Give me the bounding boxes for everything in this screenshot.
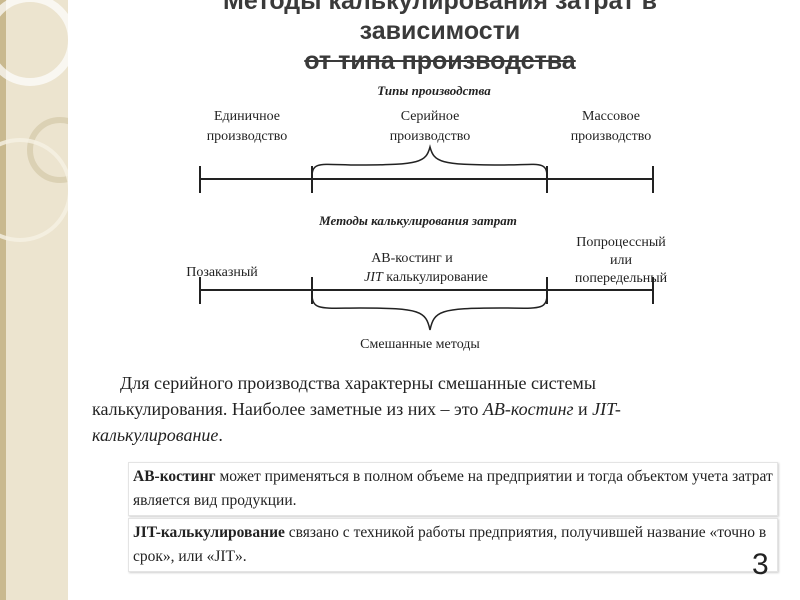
- left-decorative-stripe: [0, 0, 68, 600]
- production-types-diagram: Типы производства Единичное производство…: [186, 83, 668, 352]
- paragraph-text-2: и: [573, 399, 593, 419]
- process-costing-label-3: попередельный: [575, 271, 668, 286]
- page-number: 3: [752, 548, 769, 581]
- paragraph-text-3: .: [218, 425, 223, 445]
- ab-costing-label-1: АВ-костинг и: [371, 251, 453, 266]
- title-line-1: Методы калькулирования затрат в: [223, 0, 657, 15]
- serial-production-brace: [311, 144, 548, 178]
- mass-production-label-1: Массовое: [582, 109, 640, 124]
- process-costing-label-2: или: [610, 253, 632, 268]
- jit-note: JIT-калькулирование связано с техникой р…: [128, 518, 778, 572]
- production-types-heading: Типы производства: [377, 83, 491, 98]
- jit-term: JIT-калькулирование: [133, 524, 285, 541]
- mixed-methods-brace: [311, 293, 548, 331]
- process-costing-label-1: Попроцессный: [576, 235, 666, 250]
- job-order-label: Позаказный: [186, 265, 258, 280]
- unit-production-label-2: производство: [207, 129, 288, 144]
- serial-production-paragraph: Для серийного производства характерны см…: [92, 370, 732, 448]
- ab-costing-text: может применяться в полном объеме на пре…: [133, 468, 773, 509]
- paragraph-jit: JIT-калькулирование: [92, 399, 621, 445]
- ab-costing-note: АВ-костинг может применяться в полном об…: [128, 462, 778, 516]
- ab-costing-term: АВ-костинг: [133, 468, 216, 485]
- ab-costing-label-2: JIT калькулирование: [364, 270, 488, 285]
- paragraph-ab-costing: АВ-костинг: [482, 399, 574, 419]
- mass-production-label-2: производство: [571, 129, 652, 144]
- title-line-2: зависимости: [359, 17, 521, 45]
- serial-production-label-1: Серийное: [401, 109, 460, 124]
- title-line-3: от типа производства: [304, 47, 576, 75]
- jit-text: связано с техникой работы предприятия, п…: [133, 524, 767, 565]
- decorative-rings-icon: [0, 0, 68, 242]
- costing-methods-heading: Методы калькулирования затрат: [318, 213, 517, 228]
- left-edge-band: [0, 0, 6, 600]
- paragraph-text-1: Для серийного производства характерны см…: [92, 373, 596, 419]
- serial-production-label-2: производство: [390, 129, 471, 144]
- slide-title: Методы калькулирования затрат в зависимо…: [90, 0, 790, 76]
- mixed-methods-label: Смешанные методы: [360, 337, 480, 352]
- unit-production-label-1: Единичное: [214, 109, 280, 124]
